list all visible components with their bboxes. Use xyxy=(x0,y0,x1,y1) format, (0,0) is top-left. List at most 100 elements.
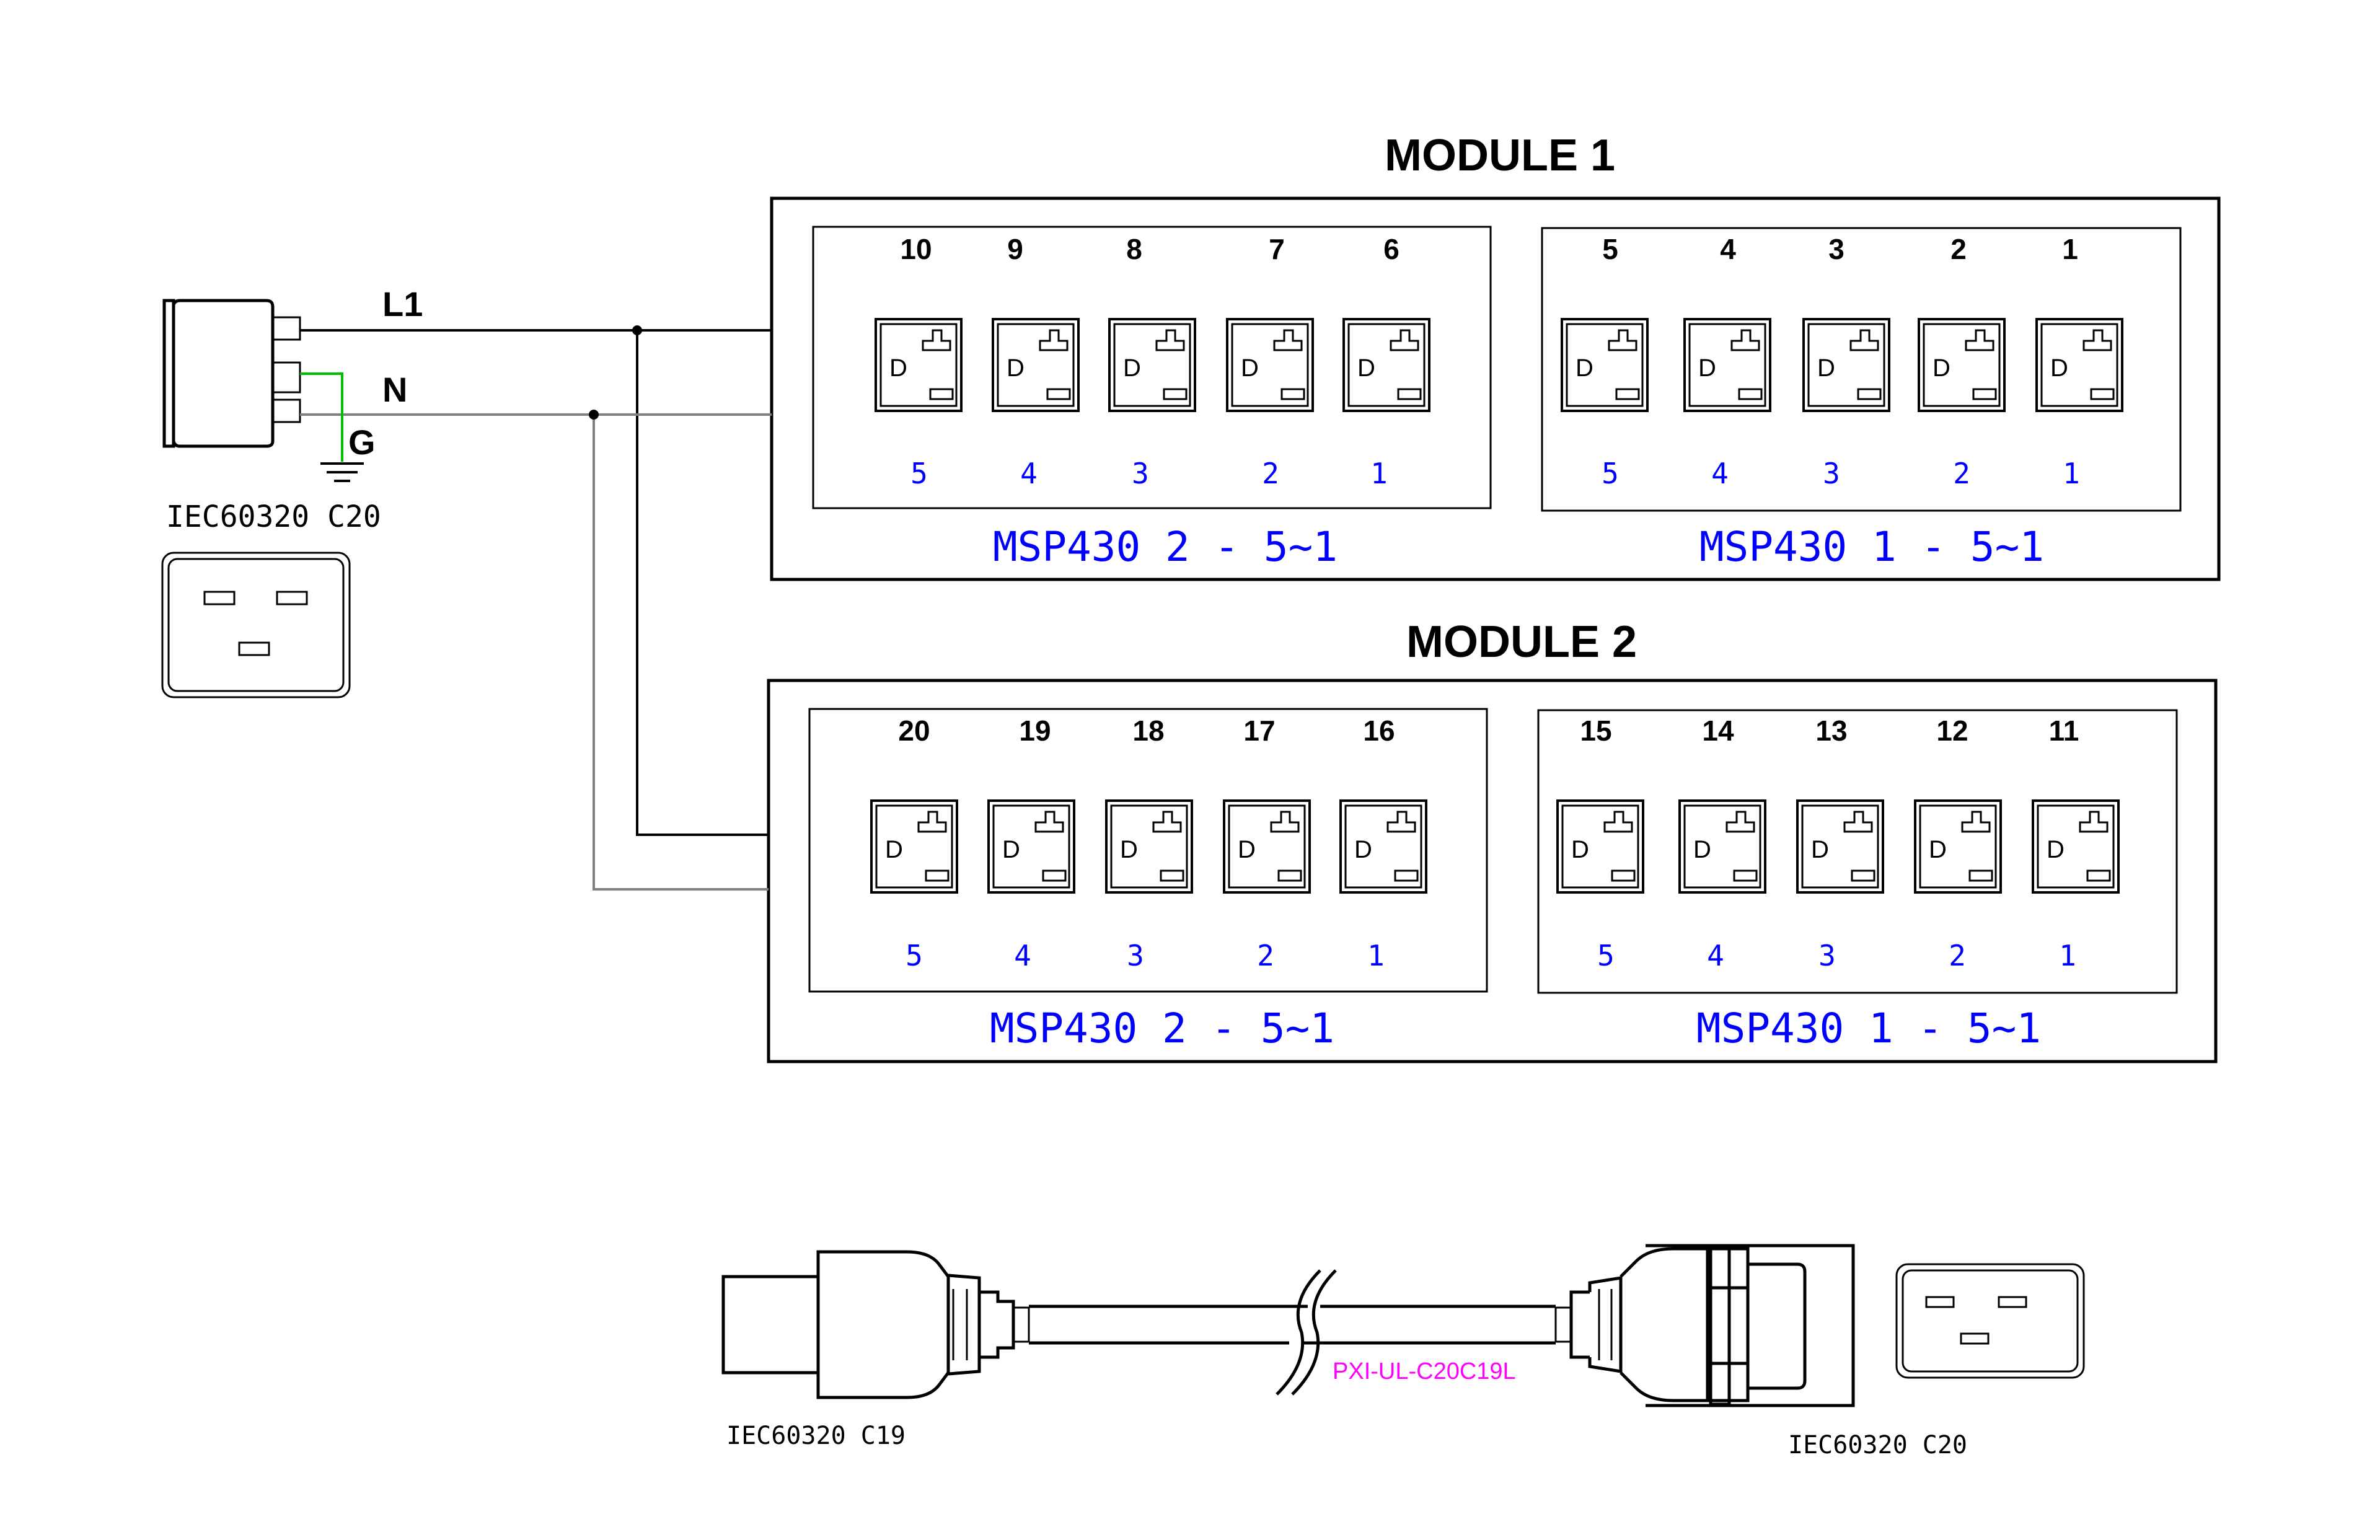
outlet-receptacle: D xyxy=(1342,318,1430,412)
outlet-sub-label: 5 xyxy=(910,457,928,490)
outlet-sub-label: 4 xyxy=(1014,939,1031,972)
outlet-number-label: 3 xyxy=(1828,233,1844,265)
outlet-receptacle: D xyxy=(1339,799,1427,894)
cable-c20-housing xyxy=(1709,1245,1731,1406)
cable-part-number: PXI-UL-C20C19L xyxy=(1333,1358,1516,1384)
outlet-number-label: 6 xyxy=(1383,233,1399,265)
outlet-d-glyph: D xyxy=(1002,836,1020,863)
outlet-d-glyph: D xyxy=(1576,354,1593,382)
outlet-sub-label: 1 xyxy=(1367,939,1385,972)
neutral-wire xyxy=(300,413,772,891)
outlet-sub-label: 1 xyxy=(2063,457,2080,490)
outlet-number-label: 4 xyxy=(1720,233,1736,265)
outlet-d-glyph: D xyxy=(1693,836,1711,863)
cable-left-label: IEC60320 C19 xyxy=(726,1422,906,1450)
outlet-number-label: 5 xyxy=(1602,233,1618,265)
outlet-sub-label: 3 xyxy=(1132,457,1149,490)
outlet-d-glyph: D xyxy=(1929,836,1947,863)
outlet-d-glyph: D xyxy=(2047,836,2065,863)
outlet-d-glyph: D xyxy=(1571,836,1589,863)
l1-label: L1 xyxy=(382,284,423,323)
outlet-d-glyph: D xyxy=(1357,354,1375,382)
outlet-sub-label: 4 xyxy=(1020,457,1038,490)
cable-body xyxy=(1029,1269,1556,1396)
outlet-receptacle: D xyxy=(987,799,1075,894)
outlet-d-glyph: D xyxy=(1354,836,1372,863)
ground-symbol xyxy=(320,462,364,482)
outlet-receptacle: D xyxy=(1678,799,1766,894)
module-1-bank-left-caption: MSP430 2 - 5~1 xyxy=(993,523,1338,571)
outlet-sub-label: 4 xyxy=(1707,939,1724,972)
outlet-number-label: 13 xyxy=(1815,715,1847,747)
cable-c20-outer xyxy=(1701,1244,1855,1407)
outlet-receptacle: D xyxy=(1796,799,1884,894)
module-2-bank-right-caption: MSP430 1 - 5~1 xyxy=(1696,1005,2041,1052)
outlet-number-label: 8 xyxy=(1126,233,1142,265)
module-1-bank-left-outlets: 10D 5 9D 4 8D 3 7D 2 6D 1 xyxy=(875,233,1430,490)
l1-wire xyxy=(300,329,772,836)
outlet-d-glyph: D xyxy=(885,836,903,863)
outlet-receptacle: D xyxy=(1556,799,1644,894)
outlet-sub-label: 3 xyxy=(1823,457,1840,490)
outlet-number-label: 10 xyxy=(900,233,932,265)
inlet-label: IEC60320 C20 xyxy=(166,499,381,534)
outlet-sub-label: 3 xyxy=(1818,939,1836,972)
outlet-d-glyph: D xyxy=(889,354,907,382)
outlet-number-label: 2 xyxy=(1950,233,1967,265)
cable-right-label: IEC60320 C20 xyxy=(1788,1431,1967,1459)
outlet-sub-label: 1 xyxy=(1370,457,1388,490)
inlet-connector xyxy=(162,299,301,448)
outlet-number-label: 7 xyxy=(1269,233,1285,265)
cable-c20-body xyxy=(1646,1244,1731,1407)
outlet-receptacle: D xyxy=(1918,318,2006,412)
cable-c20-plug xyxy=(1554,1247,1807,1402)
outlet-sub-label: 1 xyxy=(2059,939,2076,972)
outlet-sub-label: 5 xyxy=(1602,457,1619,490)
outlet-sub-label: 2 xyxy=(1949,939,1966,972)
inlet-c20-face xyxy=(161,552,351,698)
module-1-bank-right xyxy=(1541,227,2182,512)
outlet-d-glyph: D xyxy=(1817,354,1835,382)
outlet-number-label: 14 xyxy=(1702,715,1734,747)
outlet-receptacle: D xyxy=(1683,318,1771,412)
outlet-number-label: 18 xyxy=(1132,715,1164,747)
outlet-receptacle: D xyxy=(870,799,958,894)
l1-junction xyxy=(632,325,642,335)
module-1-frame xyxy=(770,196,2221,581)
outlet-number-label: 11 xyxy=(2049,715,2079,747)
outlet-d-glyph: D xyxy=(1238,836,1256,863)
module-1-bank-right-caption: MSP430 1 - 5~1 xyxy=(1699,523,2044,571)
outlet-number-label: 17 xyxy=(1243,715,1275,747)
module-2-frame xyxy=(767,679,2218,1063)
outlet-number-label: 9 xyxy=(1007,233,1023,265)
outlet-d-glyph: D xyxy=(1120,836,1138,863)
outlet-d-glyph: D xyxy=(1811,836,1829,863)
outlet-sub-label: 4 xyxy=(1711,457,1729,490)
neutral-junction xyxy=(589,410,599,420)
outlet-receptacle: D xyxy=(2035,318,2123,412)
cable-c20-face xyxy=(1895,1263,2085,1379)
module-2-bank-right xyxy=(1537,709,2178,994)
outlet-receptacle: D xyxy=(875,318,963,412)
outlet-sub-label: 2 xyxy=(1262,457,1279,490)
outlet-sub-label: 2 xyxy=(1953,457,1970,490)
outlet-receptacle: D xyxy=(1561,318,1649,412)
outlet-d-glyph: D xyxy=(1007,354,1025,382)
outlet-receptacle: D xyxy=(1105,799,1193,894)
module-2-bank-left-caption: MSP430 2 - 5~1 xyxy=(990,1005,1334,1052)
ground-wire xyxy=(300,372,343,462)
outlet-sub-label: 5 xyxy=(1597,939,1615,972)
outlet-receptacle: D xyxy=(992,318,1080,412)
outlet-receptacle: D xyxy=(1914,799,2002,894)
module-1-title: MODULE 1 xyxy=(1385,131,1615,180)
outlet-d-glyph: D xyxy=(1698,354,1716,382)
outlet-d-glyph: D xyxy=(1933,354,1950,382)
outlet-d-glyph: D xyxy=(1123,354,1141,382)
outlet-receptacle: D xyxy=(1802,318,1890,412)
outlet-number-label: 15 xyxy=(1580,715,1611,747)
ground-label: G xyxy=(348,423,376,462)
outlet-receptacle: D xyxy=(1226,318,1314,412)
